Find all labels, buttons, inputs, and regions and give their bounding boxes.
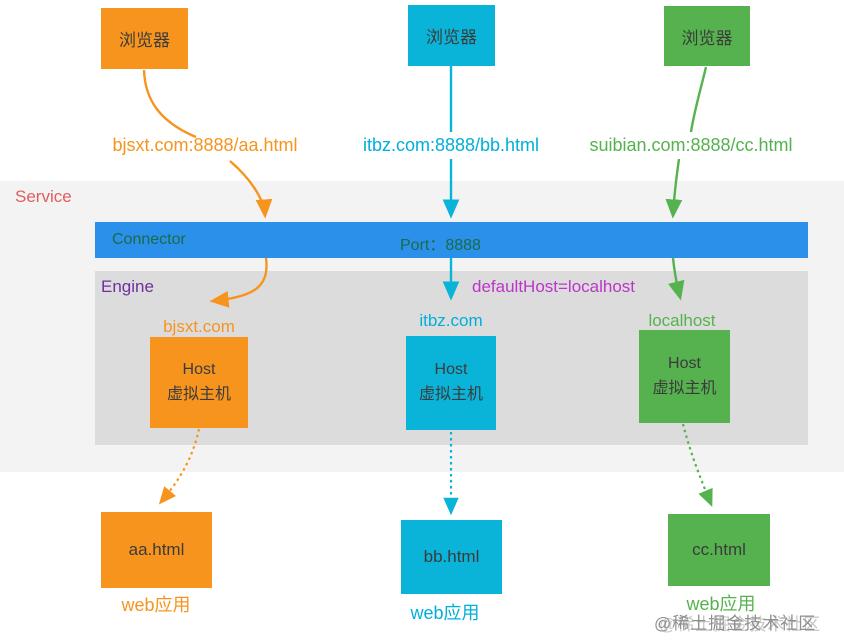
request-url-cyan: itbz.com:8888/bb.html <box>362 135 540 155</box>
host-domain-green: localhost <box>648 311 716 330</box>
browser-box-orange: 浏览器 <box>101 8 188 69</box>
arrow-browser3-to-url3 <box>689 66 708 133</box>
webapp-file-label: bb.html <box>423 547 480 566</box>
webapp-caption-cyan: web应用 <box>410 603 480 623</box>
browser-box-label: 浏览器 <box>119 31 170 50</box>
webapp-caption-orange: web应用 <box>121 595 191 615</box>
watermark: @稀土掘金技术社区 <box>654 614 817 633</box>
browser-box-green: 浏览器 <box>664 6 750 66</box>
host-box-title: Host <box>668 354 701 372</box>
webapp-caption-green: web应用 <box>686 594 756 614</box>
host-box-cyan: Host 虚拟主机 <box>406 336 496 430</box>
engine-label: Engine <box>101 277 154 296</box>
engine-defaulthost-label: defaultHost=localhost <box>472 277 636 296</box>
browser-box-label: 浏览器 <box>426 28 477 47</box>
browser-box-label: 浏览器 <box>681 28 733 48</box>
host-domain-cyan: itbz.com <box>419 311 483 330</box>
request-url-orange: bjsxt.com:8888/aa.html <box>112 135 298 155</box>
request-url-green: suibian.com:8888/cc.html <box>589 135 793 155</box>
host-box-subtitle: 虚拟主机 <box>418 386 483 403</box>
host-domain-orange: bjsxt.com <box>163 317 235 336</box>
service-label: Service <box>15 187 72 206</box>
webapp-box-green: cc.html <box>668 514 770 586</box>
connector-bar: Connector Port：8888 <box>95 222 808 258</box>
connector-port-label: Port：8888 <box>400 237 481 254</box>
webapp-box-cyan: bb.html <box>401 520 502 594</box>
host-box-subtitle: 虚拟主机 <box>166 385 231 403</box>
webapp-file-label: cc.html <box>692 540 746 559</box>
host-box-green: Host 虚拟主机 <box>639 330 730 423</box>
webapp-box-orange: aa.html <box>101 512 212 588</box>
host-box-subtitle: 虚拟主机 <box>652 379 717 397</box>
connector-label: Connector <box>112 231 186 248</box>
host-box-title: Host <box>182 360 216 378</box>
host-box-orange: Host 虚拟主机 <box>150 337 248 428</box>
host-box-title: Host <box>434 361 468 379</box>
arrow-browser1-to-url1 <box>142 69 197 139</box>
browser-box-cyan: 浏览器 <box>408 5 495 66</box>
webapp-file-label: aa.html <box>128 540 185 559</box>
